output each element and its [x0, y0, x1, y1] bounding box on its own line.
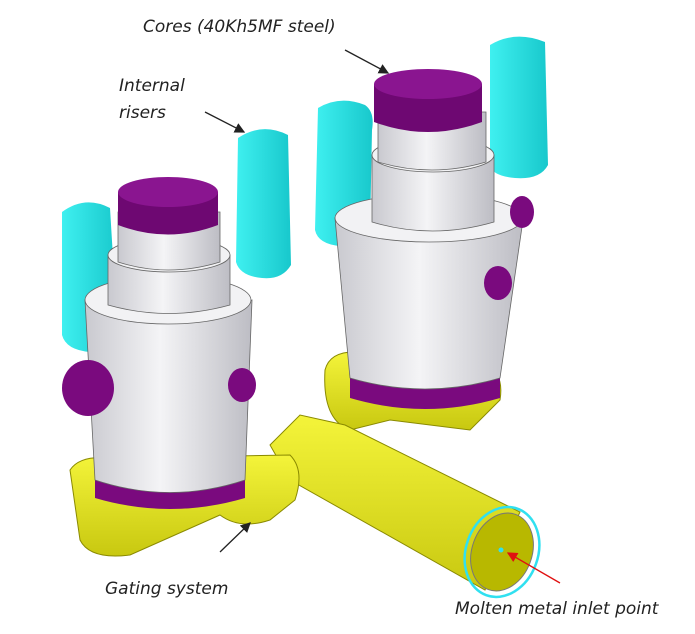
right-boss-upper	[510, 196, 534, 228]
risers-label-line1: Internal	[119, 76, 185, 96]
inlet-arrow	[506, 552, 561, 584]
risers-label-line2: risers	[119, 103, 166, 123]
risers-arrow	[204, 111, 246, 133]
cores-label: Cores (40Kh5MF steel)	[143, 17, 336, 37]
inlet-point	[498, 547, 504, 553]
right-cone	[334, 217, 524, 390]
left-casting	[62, 129, 300, 557]
inlet-label: Molten metal inlet point	[455, 599, 659, 619]
right-core-top	[374, 69, 482, 99]
right-casting	[315, 36, 548, 431]
cores-arrow	[344, 49, 390, 74]
gating-label: Gating system	[105, 579, 229, 599]
left-boss-left	[62, 360, 114, 416]
left-core-top	[118, 177, 218, 207]
right-riser-inner	[490, 36, 548, 179]
left-boss-right	[228, 368, 256, 402]
gating-runner	[269, 414, 541, 599]
left-riser-inner	[236, 129, 291, 279]
right-boss-lower	[484, 266, 512, 300]
gating-arrow	[219, 522, 251, 553]
inlet-ring	[463, 505, 541, 599]
